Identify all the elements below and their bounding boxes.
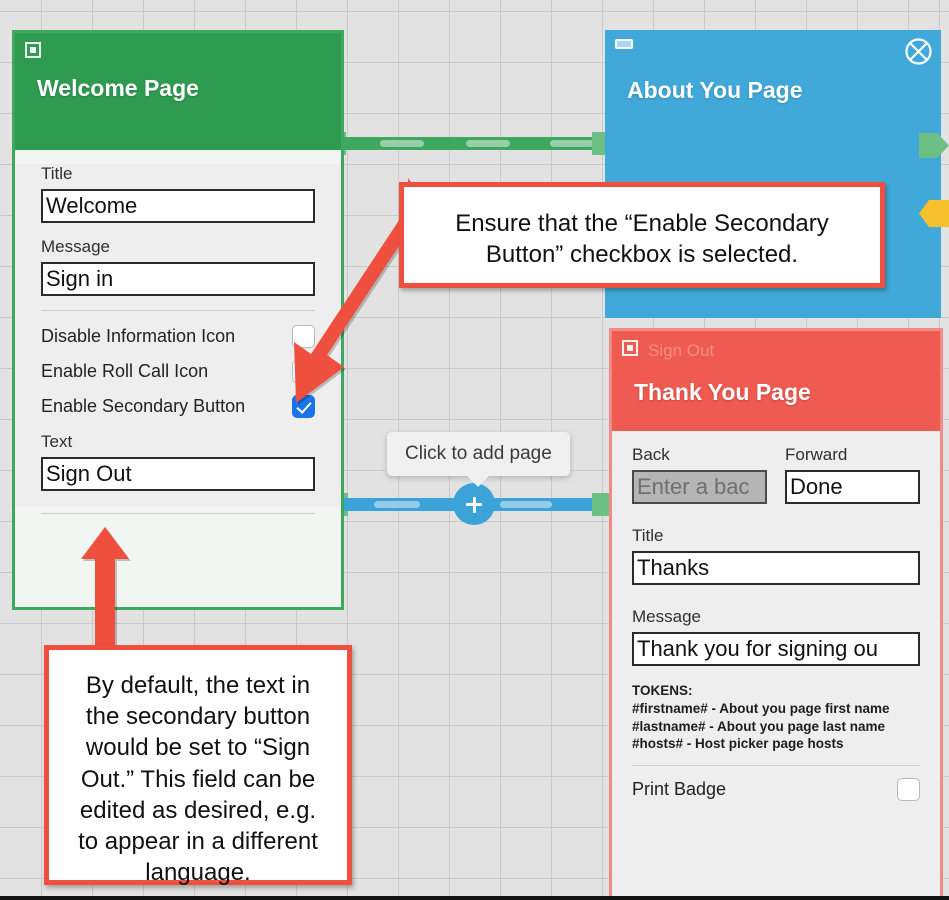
- token-line: #firstname# - About you page first name: [632, 700, 890, 716]
- checkbox-disable-information-icon[interactable]: [292, 325, 315, 348]
- option-print-badge[interactable]: Print Badge: [632, 772, 920, 807]
- card-welcome-title: Welcome Page: [37, 75, 199, 101]
- welcome-message-input[interactable]: Sign in: [41, 262, 315, 296]
- callout-default-secondary-button-text: By default, the text in the secondary bu…: [44, 645, 352, 887]
- welcome-divider-top: [41, 310, 315, 311]
- card-thanks-header: Sign Out Thank You Page: [612, 331, 940, 431]
- callout-bottom-line-2: the secondary button: [85, 703, 311, 731]
- connector-arrow-about-right-yellow[interactable]: [919, 200, 949, 232]
- card-welcome-header: Welcome Page: [15, 33, 341, 150]
- option-label: Print Badge: [632, 779, 727, 800]
- thanks-title-input[interactable]: Thanks: [632, 551, 920, 585]
- callout-bottom-line-6: to appear in a different: [78, 827, 318, 855]
- thanks-back-label: Back: [632, 445, 670, 464]
- card-thanks-body: Back Enter a bac Forward Done Title Than…: [612, 431, 940, 808]
- welcome-secondary-text-input[interactable]: Sign Out: [41, 457, 315, 491]
- callout-bottom-line-7: language.: [145, 859, 251, 887]
- close-icon[interactable]: [905, 38, 932, 65]
- card-thank-you-page[interactable]: Sign Out Thank You Page Back Enter a bac…: [609, 328, 943, 900]
- square-page-icon: [25, 42, 41, 58]
- option-disable-information-icon[interactable]: Disable Information Icon: [41, 319, 315, 354]
- callout-top-line-1: Ensure that the “Enable Secondary: [455, 210, 829, 237]
- token-line: #hosts# - Host picker page hosts: [632, 736, 844, 752]
- callout-bottom-line-1: By default, the text in: [85, 672, 311, 699]
- token-line: #lastname# - About you page last name: [632, 718, 886, 734]
- callout-bottom-line-4: Out.” This field can be: [80, 765, 316, 793]
- square-page-icon: [622, 340, 638, 356]
- thanks-forward-input[interactable]: Done: [785, 470, 920, 504]
- checkbox-print-badge[interactable]: [897, 778, 920, 802]
- callout-bottom-line-3: would be set to “Sign: [85, 734, 311, 762]
- card-thanks-title: Thank You Page: [634, 379, 811, 405]
- card-about-title: About You Page: [627, 77, 803, 103]
- welcome-secondary-text-label: Text: [41, 432, 73, 451]
- thanks-title-label: Title: [632, 526, 664, 545]
- thanks-forward-label: Forward: [785, 445, 848, 464]
- connector-arrow-about-right-green[interactable]: [919, 133, 949, 163]
- add-page-tooltip: Click to add page: [387, 432, 570, 487]
- bar-page-icon: [615, 39, 633, 49]
- welcome-divider-bottom: [41, 513, 315, 514]
- annotation-arrow-to-checkbox: [294, 178, 428, 405]
- callout-bottom-line-5: edited as desired, e.g.: [79, 796, 317, 824]
- thanks-message-label: Message: [632, 607, 701, 626]
- card-thanks-ghost-label: Sign Out: [648, 341, 715, 360]
- callout-top-line-2: Button” checkbox is selected.: [485, 240, 799, 268]
- welcome-title-label: Title: [41, 164, 73, 183]
- add-page-button[interactable]: [453, 483, 495, 525]
- thanks-message-input[interactable]: Thank you for signing ou: [632, 632, 920, 666]
- option-enable-secondary-button[interactable]: Enable Secondary Button: [41, 389, 315, 424]
- option-enable-roll-call-icon[interactable]: Enable Roll Call Icon: [41, 354, 315, 389]
- callout-enable-secondary-button: Ensure that the “Enable Secondary Button…: [399, 182, 885, 288]
- option-label: Enable Secondary Button: [41, 396, 246, 416]
- welcome-message-label: Message: [41, 237, 110, 256]
- card-about-header: About You Page: [605, 30, 941, 318]
- tokens-heading: TOKENS:: [632, 683, 693, 698]
- annotation-arrow-to-sign-out-field: [81, 527, 131, 675]
- thanks-divider: [632, 765, 920, 767]
- thanks-back-input[interactable]: Enter a bac: [632, 470, 767, 504]
- connector-welcome-to-about[interactable]: [318, 132, 620, 155]
- welcome-title-input[interactable]: Welcome: [41, 189, 315, 223]
- connector-line-green: [336, 137, 600, 150]
- option-label: Disable Information Icon: [41, 326, 236, 346]
- tokens-block: TOKENS: #firstname# - About you page fir…: [632, 682, 920, 753]
- option-label: Enable Roll Call Icon: [41, 361, 209, 381]
- card-welcome-body: Title Welcome Message Sign in Disable In…: [15, 164, 341, 514]
